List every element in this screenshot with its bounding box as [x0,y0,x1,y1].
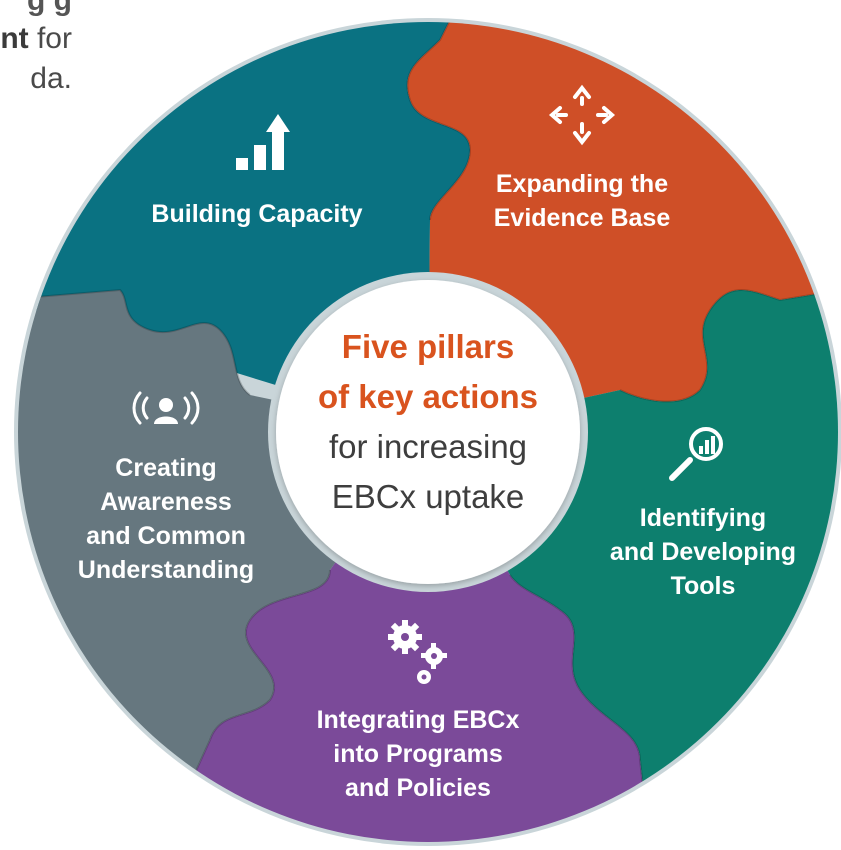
pillar-label-building-capacity: Building Capacity [151,200,362,228]
pillar-label-awareness-line-3: and Common [86,522,246,550]
pillar-label-awareness-line-4: Understanding [78,556,254,584]
pillar-label-integrating-line-1: Integrating EBCx [317,706,520,734]
pillar-label-tools-line-2: and Developing [610,538,796,566]
expand-arrows-icon [548,84,616,146]
intro-text-fragment: g g nt for da. [0,0,120,120]
center-subtitle-line-2: EBCx uptake [332,478,525,515]
center-title-line-2: of key actions [318,378,538,415]
center-title-line-1: Five pillars [342,328,514,365]
gears-icon [388,620,447,684]
pillar-label-integrating-line-2: into Programs [333,740,502,768]
center-subtitle-line-1: for increasing [329,428,527,465]
magnifier-chart-icon [669,427,723,481]
intro-line-2: nt for [0,22,72,55]
pillar-label-tools-line-1: Identifying [640,504,766,532]
pillar-label-tools-line-3: Tools [671,572,736,600]
broadcast-person-icon [132,391,200,425]
pillar-label-evidence-line-2: Evidence Base [494,204,671,232]
pillar-label-integrating-line-3: and Policies [345,774,491,802]
pillar-label-awareness-line-2: Awareness [100,488,232,516]
intro-line-3: da. [30,62,72,95]
pillar-label-awareness-line-1: Creating [115,454,216,482]
pillar-label-evidence-line-1: Expanding the [496,170,668,198]
center-circle [276,280,580,584]
bar-chart-up-arrow-icon [236,114,290,170]
intro-line-1: g g [27,0,72,17]
